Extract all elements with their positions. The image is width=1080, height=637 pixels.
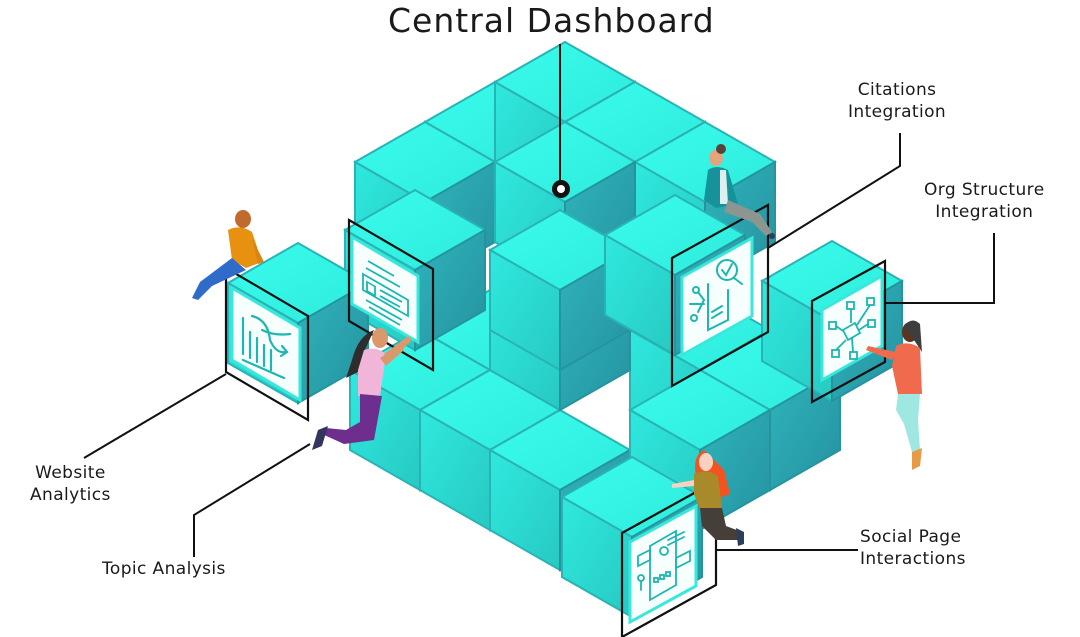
label-website-analytics: Website Analytics: [30, 463, 111, 505]
person-orange-sweater: [192, 210, 264, 300]
panel-social-page[interactable]: [628, 503, 698, 625]
layered-document-icon: [362, 260, 409, 326]
person-pink-top: [312, 328, 412, 450]
leader-citations: [767, 133, 901, 249]
panel-citations[interactable]: [680, 235, 754, 358]
panel-org-structure[interactable]: [820, 273, 884, 383]
leader-lines: [83, 44, 995, 557]
label-social-page-interactions: Social Page Interactions: [860, 527, 966, 569]
leader-org-structure: [885, 233, 995, 304]
document-search-check-icon: [689, 259, 743, 332]
person-mustard-top: [672, 450, 744, 546]
hierarchy-network-icon: [828, 297, 876, 360]
ring-node-icon[interactable]: [552, 180, 570, 198]
bar-chart-trend-icon: [241, 314, 292, 380]
panel-topic-analysis[interactable]: [350, 234, 420, 345]
person-teal-jacket: [704, 144, 775, 239]
frame-citations: [670, 203, 770, 388]
diagram-title: Central Dashboard: [388, 1, 715, 40]
person-coral-top: [866, 320, 922, 470]
frame-social-page: [620, 479, 718, 637]
leader-website-analytics: [83, 373, 227, 459]
leader-topic-analysis: [193, 443, 311, 557]
label-topic-analysis: Topic Analysis: [102, 559, 226, 579]
frame-org-structure: [810, 259, 887, 404]
panel-website-analytics[interactable]: [230, 285, 302, 403]
mobile-social-chat-icon: [637, 529, 691, 602]
label-citations-integration: Citations Integration: [848, 80, 947, 122]
label-org-structure-integration: Org Structure Integration: [924, 180, 1045, 222]
frame-topic-analysis: [347, 218, 435, 372]
frame-website-analytics: [224, 266, 310, 422]
